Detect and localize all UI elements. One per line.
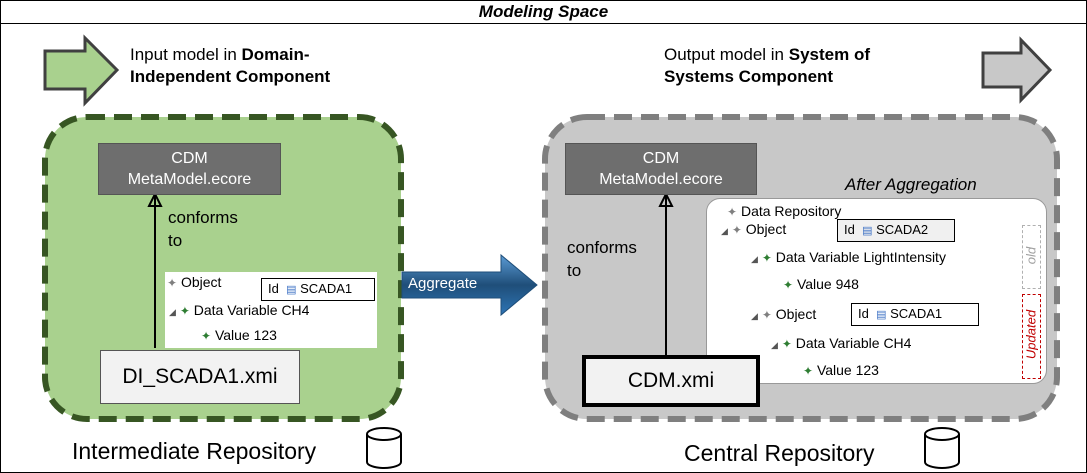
after-aggregation-label: After Aggregation: [845, 175, 977, 194]
id-box-scada1: Id ▤ SCADA1: [261, 278, 375, 301]
id-box-scada1-updated: Id ▤ SCADA1: [851, 303, 979, 326]
central-db-icon: [924, 427, 960, 469]
input-model-caption: Input model in Domain- Independent Compo…: [130, 45, 331, 86]
tree-row-value1: ✦ Value 948: [783, 276, 859, 292]
tree-row-object: ✦ Object: [167, 274, 222, 290]
tree-row-variable1: ◢ ✦ Data Variable LightIntensity: [751, 249, 946, 265]
input-arrow-icon: [43, 34, 120, 107]
tree-row-root: ✦ Data Repository: [727, 203, 842, 219]
tree-row-variable: ◢ ✦ Data Variable CH4: [169, 302, 310, 318]
right-conforms-arrowhead-icon: [658, 191, 674, 207]
output-model-caption: Output model in System of Systems Compon…: [664, 45, 870, 86]
tree-row-object1: ◢ ✦ Object: [721, 221, 787, 237]
attribute-icon: ▤: [876, 309, 887, 321]
intermediate-repository-label: Intermediate Repository: [72, 438, 317, 464]
right-model-tree: ✦ Data Repository ◢ ✦ Object Id ▤ SCADA2…: [706, 198, 1047, 384]
id-box-scada2: Id ▤ SCADA2: [837, 219, 955, 242]
tree-row-value2: ✦ Value 123: [803, 362, 879, 378]
modeling-space-title: Modeling Space: [0, 0, 1087, 24]
old-label: old: [1023, 246, 1039, 265]
aggregate-arrow-icon: [401, 253, 538, 317]
left-model-tree: ✦ Object Id ▤ SCADA1 ◢ ✦ Data Variable C…: [165, 272, 377, 348]
left-conforms-label: conforms to: [168, 208, 238, 250]
di-scada1-file: DI_SCADA1.xmi: [100, 350, 300, 404]
right-metamodel-box: CDM MetaModel.ecore: [565, 143, 757, 195]
tree-row-object2: ◢ ✦ Object: [751, 306, 817, 322]
intermediate-db-icon: [366, 427, 402, 469]
tree-row-variable2: ◢ ✦ Data Variable CH4: [771, 335, 912, 351]
cdm-file: CDM.xmi: [582, 355, 760, 407]
updated-marker-box: Updated: [1022, 294, 1041, 379]
output-arrow-icon: [981, 36, 1053, 104]
attribute-icon: ▤: [862, 225, 873, 237]
updated-label: Updated: [1023, 309, 1039, 360]
left-conforms-arrowhead-icon: [147, 191, 163, 207]
central-repository-label: Central Repository: [684, 440, 875, 466]
old-marker-box: old: [1022, 225, 1041, 289]
attribute-icon: ▤: [286, 284, 297, 296]
aggregate-label: Aggregate: [408, 275, 478, 292]
left-metamodel-box: CDM MetaModel.ecore: [98, 143, 281, 195]
tree-row-value: ✦ Value 123: [201, 327, 277, 343]
right-conforms-label: conforms to: [567, 238, 637, 280]
